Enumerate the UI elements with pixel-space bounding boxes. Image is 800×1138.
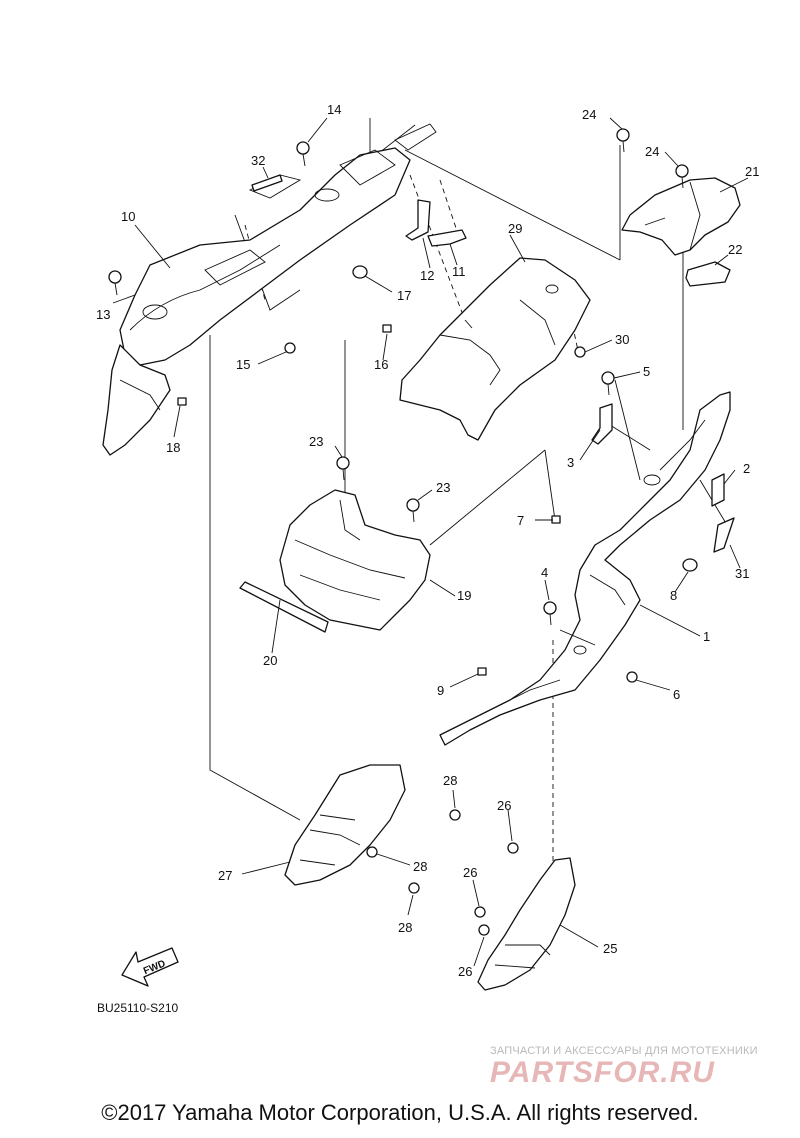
callout-23a: 23 — [309, 434, 323, 449]
callout-9: 9 — [437, 683, 444, 698]
callout-2: 2 — [743, 461, 750, 476]
part-19-front-cover — [279, 489, 431, 631]
fasteners — [108, 128, 698, 936]
callout-30: 30 — [615, 332, 629, 347]
callout-27: 27 — [218, 868, 232, 883]
callout-7: 7 — [517, 513, 524, 528]
callout-32: 32 — [251, 153, 265, 168]
part-11-12-pads — [405, 199, 467, 247]
callout-5: 5 — [643, 364, 650, 379]
part-2-pad — [711, 473, 725, 507]
part-25-lower-cover — [477, 857, 576, 991]
callout-22: 22 — [728, 242, 742, 257]
callout-25: 25 — [603, 941, 617, 956]
callout-6: 6 — [673, 687, 680, 702]
callout-11: 11 — [452, 264, 466, 279]
callout-26c: 26 — [458, 964, 472, 979]
part-1-side-panel — [439, 391, 731, 746]
callout-28c: 28 — [398, 920, 412, 935]
callout-31: 31 — [735, 566, 749, 581]
fwd-arrow: FWD — [121, 947, 179, 987]
copyright-notice: ©2017 Yamaha Motor Corporation, U.S.A. A… — [101, 1100, 699, 1125]
callout-28b: 28 — [413, 859, 427, 874]
part-21-rear-piece — [621, 177, 741, 256]
callout-8: 8 — [670, 588, 677, 603]
drawing-code: BU25110-S210 — [97, 1001, 178, 1015]
callout-1: 1 — [703, 629, 710, 644]
callout-24a: 24 — [582, 107, 596, 122]
callout-12: 12 — [420, 268, 434, 283]
callout-24b: 24 — [645, 144, 659, 159]
callout-15: 15 — [236, 357, 250, 372]
part-27-lower-cover — [284, 764, 406, 886]
callout-10: 10 — [121, 209, 135, 224]
callout-19: 19 — [457, 588, 471, 603]
callout-3: 3 — [567, 455, 574, 470]
callout-13: 13 — [96, 307, 110, 322]
callout-21: 21 — [745, 164, 759, 179]
callout-20: 20 — [263, 653, 277, 668]
callout-26b: 26 — [463, 865, 477, 880]
callout-numbers: 1 2 3 4 5 6 7 8 9 10 11 12 13 14 15 16 1… — [96, 102, 759, 979]
part-20-strip — [239, 581, 329, 633]
callout-17: 17 — [397, 288, 411, 303]
callout-18: 18 — [166, 440, 180, 455]
callout-26a: 26 — [497, 798, 511, 813]
callout-29: 29 — [508, 221, 522, 236]
part-31-pad — [713, 517, 735, 553]
part-10-side-cowl — [102, 123, 437, 456]
watermark-tagline: ЗАПЧАСТИ И АКСЕССУАРЫ ДЛЯ МОТОТЕХНИКИ — [490, 1045, 758, 1057]
callout-23b: 23 — [436, 480, 450, 495]
callout-4: 4 — [541, 565, 548, 580]
callout-16: 16 — [374, 357, 388, 372]
watermark-logo: PARTSFOR.RU — [490, 1056, 715, 1089]
part-22-pad — [685, 261, 731, 287]
callout-28a: 28 — [443, 773, 457, 788]
leader-lines — [112, 117, 749, 967]
callout-14: 14 — [327, 102, 341, 117]
part-29-inner-panel — [399, 257, 591, 441]
